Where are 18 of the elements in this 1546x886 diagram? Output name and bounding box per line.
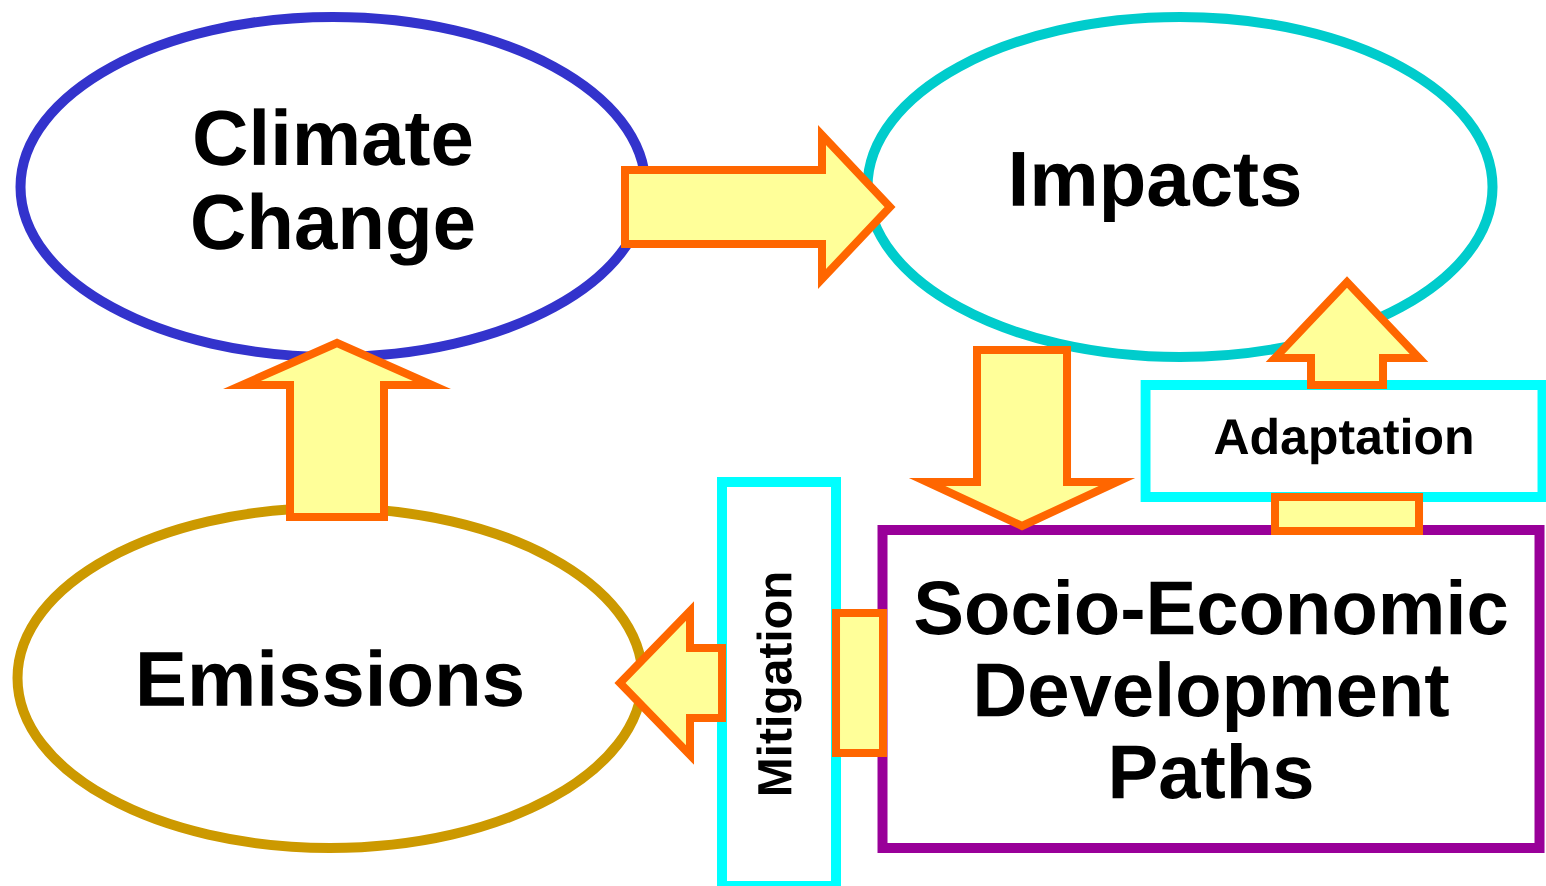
block-arrow [832,609,887,757]
node-label: Adaptation [1214,417,1472,465]
label-box [1140,380,1546,502]
ellipse-node [15,12,651,362]
node-label: Emissions [140,649,522,707]
node-label: Climate Change [193,108,474,266]
block-arrow [1265,276,1429,389]
block-arrow [223,338,451,521]
block-arrow [621,124,896,290]
process-box [877,525,1545,853]
node-label: Impacts [1012,152,1300,222]
block-arrow [1271,493,1423,535]
label-box [717,477,841,886]
ellipse-node [862,12,1498,362]
block-arrow [908,346,1136,531]
block-arrow [614,601,726,765]
node-label: Mitigation [756,573,802,795]
node-label: Socio-Economic Development Paths [915,579,1507,799]
